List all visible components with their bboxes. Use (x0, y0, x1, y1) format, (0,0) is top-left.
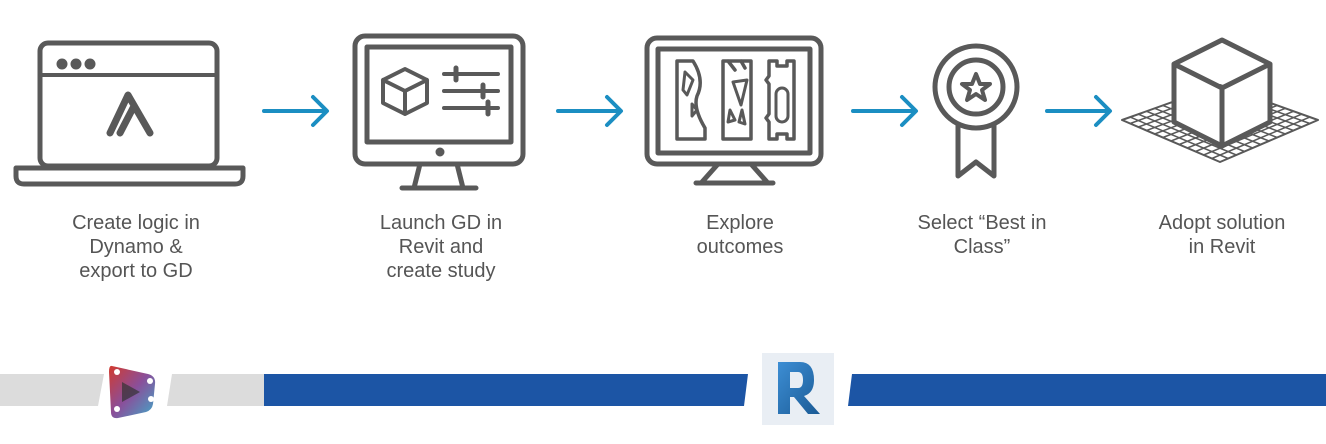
arrow-icon (851, 95, 918, 127)
arrow-icon (1045, 95, 1112, 127)
revit-logo-icon (762, 353, 834, 425)
label-line: Adopt solution (1158, 212, 1286, 234)
arrow-icon (556, 95, 623, 127)
step-3-label: Explore outcomes (630, 211, 850, 259)
label-line: Class” (953, 236, 1011, 258)
dynamo-logo-icon (109, 365, 156, 419)
step-2-label: Launch GD in Revit and create study (331, 211, 551, 283)
label-line: export to GD (79, 260, 193, 282)
label-line: Launch GD in (379, 212, 503, 234)
award-ribbon-icon (932, 43, 1020, 179)
label-line: in Revit (1188, 236, 1256, 258)
timeline-bar (0, 374, 1326, 406)
monitor-outcomes-icon (644, 35, 824, 186)
label-line: outcomes (696, 236, 784, 258)
monitor-settings-icon (352, 33, 526, 191)
label-line: Create logic in (72, 212, 200, 234)
cube-on-grid-icon (1121, 37, 1319, 163)
step-5-label: Adopt solution in Revit (1112, 211, 1326, 259)
grid-line (1202, 113, 1303, 156)
label-line: Explore (706, 212, 774, 234)
laptop-autodesk-icon (13, 40, 246, 187)
label-line: Revit and (398, 236, 484, 258)
arrow-icon (262, 95, 329, 127)
label-line: Dynamo & (89, 236, 183, 258)
grid-line (1211, 116, 1311, 160)
label-line: create study (386, 260, 496, 282)
step-1-label: Create logic in Dynamo & export to GD (26, 211, 246, 283)
step-4-label: Select “Best in Class” (872, 211, 1092, 259)
label-line: Select “Best in (917, 212, 1047, 234)
